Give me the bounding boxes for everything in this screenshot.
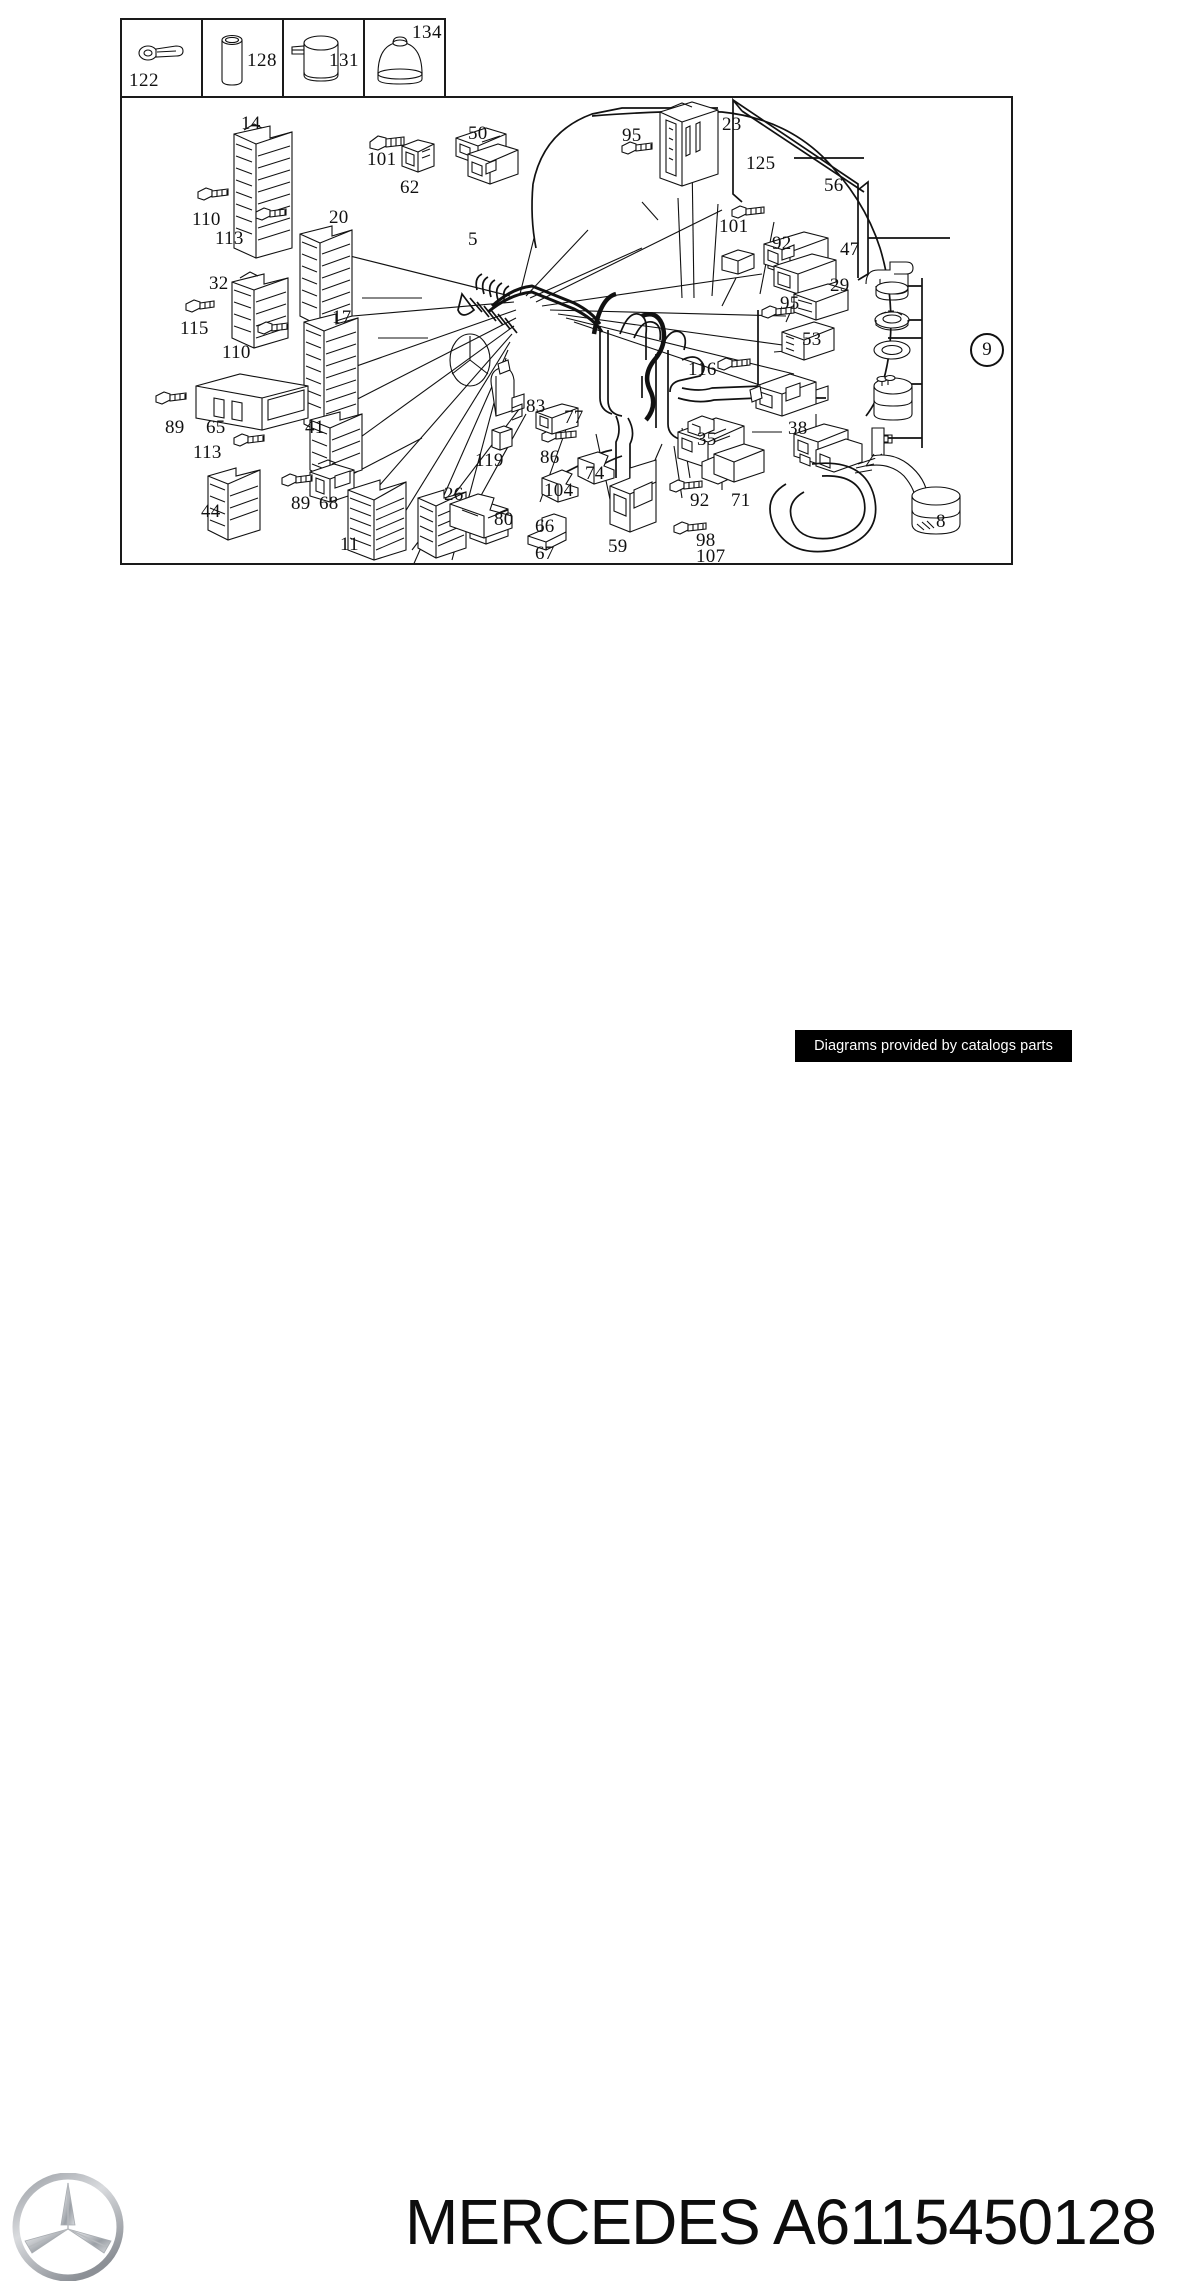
callout-104: 104: [544, 480, 574, 501]
callout-8: 8: [936, 511, 946, 532]
legend-item-134: 134: [365, 20, 444, 96]
callout-125: 125: [746, 153, 776, 174]
legend-item-128: 128: [203, 20, 284, 96]
callout-80: 80: [494, 509, 514, 530]
callout-95: 95: [622, 125, 642, 146]
callout-65: 65: [206, 417, 226, 438]
callout-66: 66: [535, 516, 555, 537]
callout-35: 35: [697, 429, 717, 450]
callout-95: 95: [780, 293, 800, 314]
callout-5: 5: [468, 229, 478, 250]
callout-71: 71: [731, 490, 751, 511]
callout-17: 17: [332, 307, 352, 328]
footer: MERCEDES A6115450128: [0, 1085, 1200, 2281]
callout-11: 11: [340, 534, 359, 555]
callout-107: 107: [696, 546, 726, 567]
callout-62: 62: [400, 177, 420, 198]
callout-56: 56: [824, 175, 844, 196]
callout-119: 119: [475, 450, 504, 471]
callout-77: 77: [564, 407, 584, 428]
callout-83: 83: [526, 396, 546, 417]
callout-14: 14: [241, 113, 261, 134]
callout-116: 116: [688, 359, 717, 380]
callout-115: 115: [180, 318, 209, 339]
callout-23: 23: [722, 114, 742, 135]
parts-diagram-page: 122 128 131: [0, 18, 1200, 2281]
legend-number: 134: [412, 22, 442, 43]
callout-26: 26: [444, 484, 464, 505]
page-title: MERCEDES A6115450128: [405, 2186, 1157, 2258]
callout-92: 92: [690, 490, 710, 511]
callout-41: 41: [305, 417, 325, 438]
callout-59: 59: [608, 536, 628, 557]
legend-item-122: 122: [122, 20, 203, 96]
callout-74: 74: [585, 463, 605, 484]
callout-86: 86: [540, 447, 560, 468]
mercedes-star-icon: [12, 2173, 124, 2281]
legend-number: 128: [247, 50, 277, 71]
legend-number: 122: [129, 70, 159, 91]
callout-67: 67: [535, 543, 555, 564]
harness-diagram-artwork: [155, 98, 961, 563]
callout-101: 101: [719, 216, 749, 237]
callout-53: 53: [802, 329, 822, 350]
watermark-text: Diagrams provided by catalogs parts: [814, 1038, 1053, 1054]
callout-50: 50: [468, 123, 488, 144]
legend-item-131: 131: [284, 20, 365, 96]
callout-44: 44: [201, 501, 221, 522]
legend-strip: 122 128 131: [120, 18, 446, 98]
callout-47: 47: [840, 239, 860, 260]
callout-29: 29: [830, 275, 850, 296]
callout-98: 98: [696, 530, 716, 551]
callout-113: 113: [193, 442, 222, 463]
callout-89: 89: [291, 493, 311, 514]
callout-110: 110: [192, 209, 221, 230]
callout-113: 113: [215, 228, 244, 249]
callout-101: 101: [367, 149, 397, 170]
callout-20: 20: [329, 207, 349, 228]
callout-110: 110: [222, 342, 251, 363]
callout-92: 92: [772, 233, 792, 254]
watermark-banner: Diagrams provided by catalogs parts: [795, 1030, 1072, 1062]
callout-32: 32: [209, 273, 229, 294]
callout-68: 68: [319, 493, 339, 514]
legend-number: 131: [329, 50, 359, 71]
callout-38: 38: [788, 418, 808, 439]
callout-9: 9: [970, 333, 1004, 367]
callout-89: 89: [165, 417, 185, 438]
